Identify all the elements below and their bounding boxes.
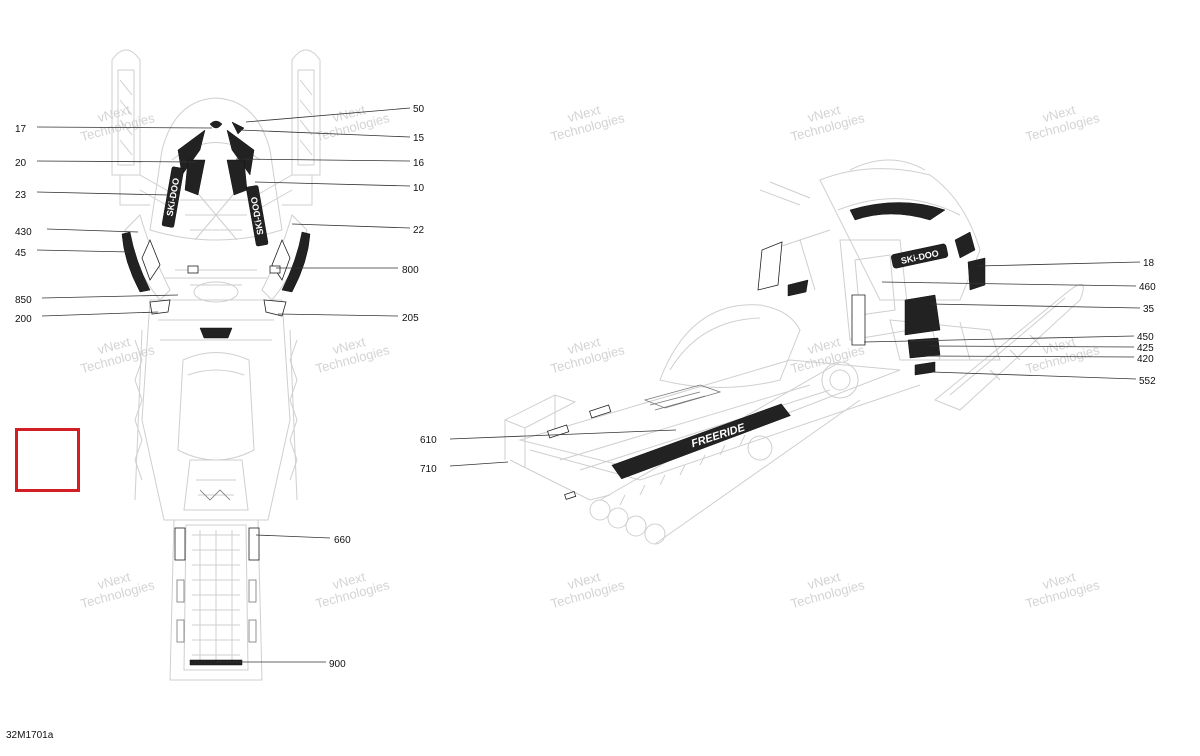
decal-brand-left: SKi-DOO bbox=[161, 166, 184, 228]
callout-200: 200 bbox=[15, 314, 32, 325]
callout-18: 18 bbox=[1143, 258, 1155, 269]
watermark: vNext Technologies bbox=[549, 569, 627, 611]
iso-view-snowmobile: SKi-DOO FREERIDE bbox=[503, 159, 1084, 545]
decal-model-iso: FREERIDE bbox=[611, 403, 791, 480]
watermark: vNext Technologies bbox=[1024, 102, 1102, 144]
watermark: vNext Technologies bbox=[789, 569, 867, 611]
callout-10: 10 bbox=[413, 183, 425, 194]
callout-850: 850 bbox=[15, 295, 32, 306]
callout-425: 425 bbox=[1137, 343, 1154, 354]
callout-900: 900 bbox=[329, 659, 346, 670]
callout-420: 420 bbox=[1137, 354, 1154, 365]
top-view-snowmobile: SKi-DOO SKi-DOO bbox=[111, 49, 321, 681]
watermark: vNext Technologies bbox=[79, 334, 157, 376]
callout-15: 15 bbox=[413, 133, 425, 144]
callout-22: 22 bbox=[413, 225, 425, 236]
watermark: vNext Technologies bbox=[1024, 569, 1102, 611]
decal-tunnel-right bbox=[248, 527, 260, 561]
callout-50: 50 bbox=[413, 104, 425, 115]
callout-16: 16 bbox=[413, 158, 425, 169]
watermark: vNext Technologies bbox=[314, 569, 392, 611]
watermark: vNext Technologies bbox=[1024, 334, 1102, 376]
watermark: vNext Technologies bbox=[789, 102, 867, 144]
callout-450: 450 bbox=[1137, 332, 1154, 343]
left-ski bbox=[111, 49, 141, 176]
callout-552: 552 bbox=[1139, 376, 1156, 387]
watermark: vNext Technologies bbox=[314, 334, 392, 376]
callout-35: 35 bbox=[1143, 304, 1155, 315]
callout-205: 205 bbox=[402, 313, 419, 324]
watermark: vNext Technologies bbox=[79, 569, 157, 611]
callout-17: 17 bbox=[15, 124, 27, 135]
callout-labels: 17 20 23 430 45 850 200 50 15 16 10 22 8… bbox=[15, 104, 1156, 670]
decal-hood-emblem bbox=[209, 120, 223, 129]
decal-brand-right: SKi-DOO bbox=[246, 185, 269, 247]
figure-reference-code: 32M1701a bbox=[6, 730, 54, 741]
callout-610: 610 bbox=[420, 435, 437, 446]
callout-23: 23 bbox=[15, 190, 27, 201]
highlight-box bbox=[15, 428, 80, 492]
decal-tunnel-left bbox=[174, 527, 186, 561]
watermark: vNext Technologies bbox=[549, 102, 627, 144]
callout-20: 20 bbox=[15, 158, 27, 169]
callout-800: 800 bbox=[402, 265, 419, 276]
callout-460: 460 bbox=[1139, 282, 1156, 293]
callout-710: 710 bbox=[420, 464, 437, 475]
watermark: vNext Technologies bbox=[314, 102, 392, 144]
callout-45: 45 bbox=[15, 248, 27, 259]
decal-hood-vent bbox=[231, 121, 245, 135]
callout-660: 660 bbox=[334, 535, 351, 546]
callout-430: 430 bbox=[15, 227, 32, 238]
watermark: vNext Technologies bbox=[549, 334, 627, 376]
decal-rear-flap bbox=[189, 659, 243, 666]
watermark: vNext Technologies bbox=[79, 102, 157, 144]
decal-brand-iso: SKi-DOO bbox=[891, 243, 949, 269]
leader-lines bbox=[36, 107, 1141, 663]
right-ski bbox=[291, 49, 321, 176]
